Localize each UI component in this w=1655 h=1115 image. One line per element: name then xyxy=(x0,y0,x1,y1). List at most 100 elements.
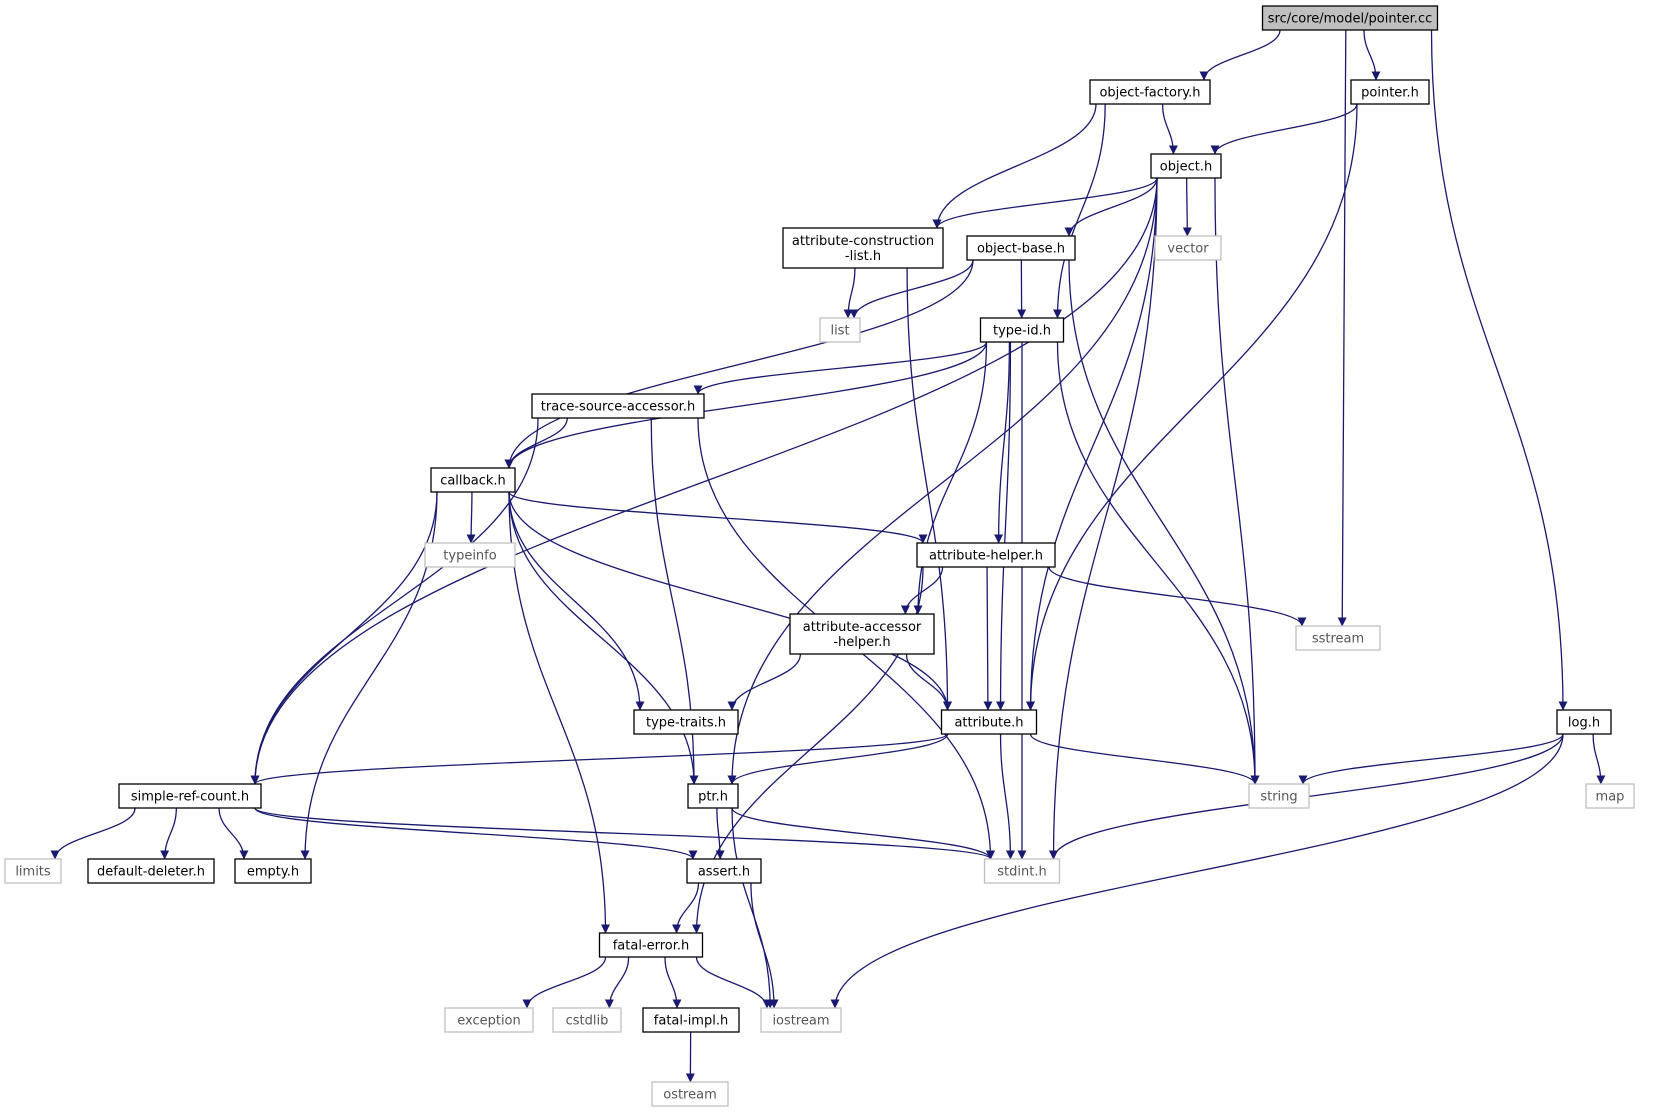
node-box xyxy=(1089,79,1211,105)
node-empty-h[interactable]: empty.h xyxy=(234,858,312,884)
edge-object_h-to-object_base_h xyxy=(1064,177,1158,237)
node-label: assert.h xyxy=(698,865,750,880)
node-type-id-h[interactable]: type-id.h xyxy=(979,317,1065,343)
node-label: trace-source-accessor.h xyxy=(541,400,695,415)
edge-attribute_helper_h-to-attribute_h xyxy=(983,566,993,711)
node-iostream: iostream xyxy=(760,1007,842,1033)
edge-object_h-to-stdint_h xyxy=(1049,177,1158,860)
node-box xyxy=(1295,625,1381,651)
node-sstream: sstream xyxy=(1295,625,1381,651)
node-box xyxy=(87,858,215,884)
edges-layer xyxy=(50,29,1606,1083)
node-label: default-deleter.h xyxy=(97,865,205,880)
node-label: fatal-impl.h xyxy=(654,1014,728,1029)
node-label: iostream xyxy=(772,1014,829,1029)
edge-fatal_error_h-to-iostream xyxy=(695,956,772,1009)
node-box xyxy=(1150,153,1222,179)
node-label: attribute-helper.h xyxy=(929,549,1043,564)
node-trace-source-accessor-h[interactable]: trace-source-accessor.h xyxy=(531,393,705,419)
edge-simple_ref_count_h-to-empty_h xyxy=(218,807,249,860)
node-object-base-h[interactable]: object-base.h xyxy=(966,235,1076,261)
node-box xyxy=(940,709,1038,735)
node-list: list xyxy=(819,317,861,343)
node-label: typeinfo xyxy=(443,549,496,564)
node-box xyxy=(444,1007,534,1033)
node-fatal-impl-h[interactable]: fatal-impl.h xyxy=(642,1007,740,1033)
edge-type_id_h-to-attribute_accessor_helper_h xyxy=(913,341,988,615)
edge-object_h-to-string xyxy=(1214,177,1260,785)
node-box xyxy=(633,709,739,735)
edge-ptr_h-to-iostream xyxy=(731,807,775,1009)
node-attribute-helper-h[interactable]: attribute-helper.h xyxy=(916,542,1056,568)
node-box xyxy=(686,858,762,884)
edge-attribute_h-to-ptr_h xyxy=(727,733,949,785)
edge-object_h-to-attribute_construction_list_h xyxy=(932,177,1158,229)
edge-ptr_h-to-stdint_h xyxy=(731,807,995,860)
node-label: -list.h xyxy=(845,249,881,264)
node-type-traits-h[interactable]: type-traits.h xyxy=(633,709,739,735)
edge-object_h-to-vector xyxy=(1182,177,1192,237)
node-pointer-h[interactable]: pointer.h xyxy=(1350,79,1430,105)
edge-attribute_accessor_helper_h-to-type_traits_h xyxy=(727,653,802,711)
edge-simple_ref_count_h-to-assert_h xyxy=(254,807,698,860)
edge-simple_ref_count_h-to-limits xyxy=(50,807,136,860)
node-box xyxy=(916,542,1056,568)
node-label: cstdlib xyxy=(566,1014,609,1029)
edge-log_h-to-iostream xyxy=(830,733,1564,1009)
node-box xyxy=(651,1081,729,1107)
edge-object_factory_h-to-object_h xyxy=(1161,103,1178,155)
node-box xyxy=(1154,235,1222,261)
node-default-deleter-h[interactable]: default-deleter.h xyxy=(87,858,215,884)
node-limits: limits xyxy=(4,858,62,884)
edge-object_base_h-to-callback_h xyxy=(504,259,974,469)
node-box xyxy=(687,783,739,809)
node-label: stdint.h xyxy=(997,865,1046,880)
node-attribute-construction-list-h[interactable]: attribute-construction-list.h xyxy=(782,227,944,269)
node-box xyxy=(1556,709,1612,735)
node-label: -helper.h xyxy=(833,635,890,650)
edge-assert_h-to-iostream xyxy=(750,882,779,1009)
node-label: fatal-error.h xyxy=(613,939,690,954)
node-assert-h[interactable]: assert.h xyxy=(686,858,762,884)
node-label: string xyxy=(1260,790,1297,805)
node-label: list xyxy=(830,324,849,339)
node-box xyxy=(531,393,705,419)
edge-callback_h-to-attribute_helper_h xyxy=(508,491,928,544)
edge-assert_h-to-fatal_error_h xyxy=(672,882,700,934)
node-attribute-accessor-helper-h[interactable]: attribute-accessor-helper.h xyxy=(789,613,935,655)
node-log-h[interactable]: log.h xyxy=(1556,709,1612,735)
edge-object_h-to-attribute_h xyxy=(1026,177,1158,711)
edge-attribute_construction_list_h-to-list xyxy=(843,267,856,319)
edge-ptr_h-to-assert_h xyxy=(715,807,725,860)
node-box xyxy=(979,317,1065,343)
node-ptr-h[interactable]: ptr.h xyxy=(687,783,739,809)
node-callback-h[interactable]: callback.h xyxy=(430,467,516,493)
node-box xyxy=(1585,783,1635,809)
node-attribute-h[interactable]: attribute.h xyxy=(940,709,1038,735)
node-object-h[interactable]: object.h xyxy=(1150,153,1222,179)
edge-type_id_h-to-attribute_helper_h xyxy=(994,341,1011,544)
edge-type_id_h-to-attribute_h xyxy=(996,341,1012,711)
nodes-layer: src/core/model/pointer.ccobject-factory.… xyxy=(4,5,1635,1107)
node-simple-ref-count-h[interactable]: simple-ref-count.h xyxy=(118,783,262,809)
edge-attribute_helper_h-to-sstream xyxy=(1048,566,1307,627)
edge-callback_h-to-ptr_h xyxy=(508,491,699,785)
node-fatal-error-h[interactable]: fatal-error.h xyxy=(598,932,704,958)
node-box xyxy=(552,1007,622,1033)
edge-pointer_h-to-object_h xyxy=(1210,103,1358,155)
node-label: sstream xyxy=(1312,632,1364,647)
edge-attribute_h-to-simple_ref_count_h xyxy=(250,733,949,785)
node-box xyxy=(966,235,1076,261)
node-ostream: ostream xyxy=(651,1081,729,1107)
node-vector: vector xyxy=(1154,235,1222,261)
edge-attribute_construction_list_h-to-attribute_h xyxy=(906,267,952,711)
edge-pointer_h-to-attribute_h xyxy=(1026,103,1358,711)
node-label: exception xyxy=(457,1014,521,1029)
edge-object_factory_h-to-type_id_h xyxy=(1053,103,1106,319)
node-label: attribute.h xyxy=(954,716,1023,731)
node-label: limits xyxy=(15,865,51,880)
edge-type_id_h-to-string xyxy=(1056,341,1260,785)
edge-callback_h-to-typeinfo xyxy=(466,491,476,544)
node-object-factory-h[interactable]: object-factory.h xyxy=(1089,79,1211,105)
